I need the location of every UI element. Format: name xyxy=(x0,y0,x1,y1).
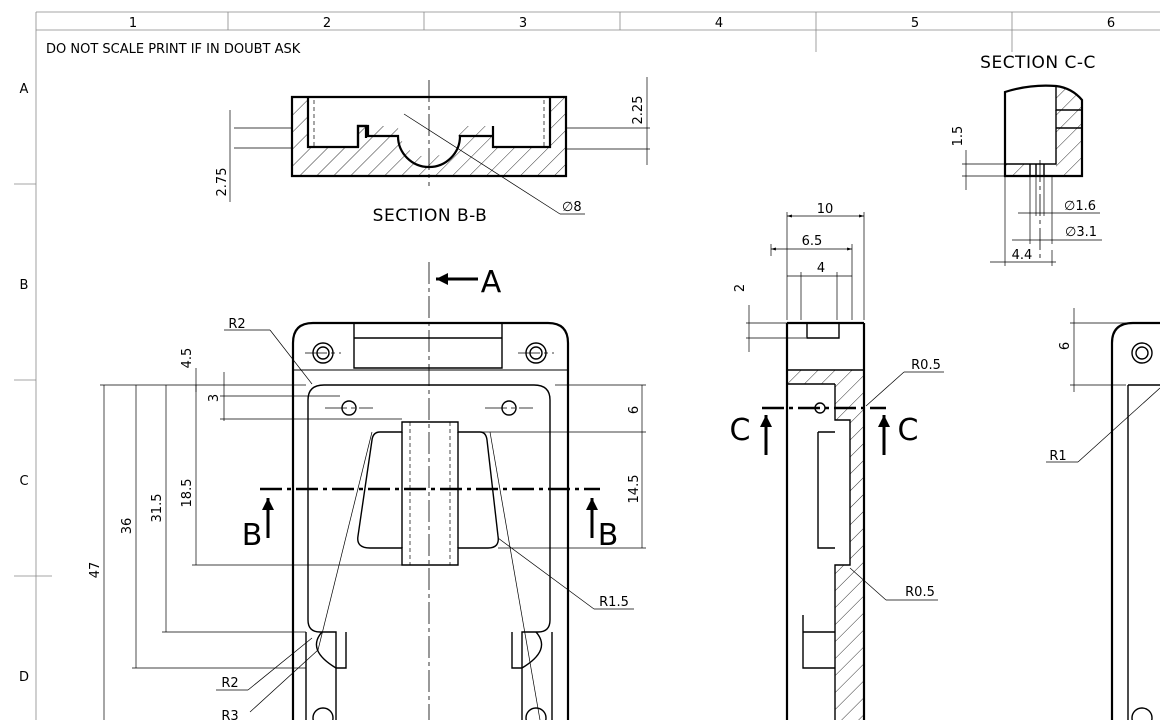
section-bb-title: SECTION B-B xyxy=(373,206,488,226)
front-dim-47: 47 xyxy=(88,562,103,579)
partial-r-1: R1 xyxy=(1049,449,1066,464)
front-dim-3: 3 xyxy=(207,394,222,402)
front-r-1-5: R1.5 xyxy=(599,595,629,610)
section-c-label-left: C xyxy=(730,413,751,448)
zone-row-labels: A B C D xyxy=(19,82,29,685)
front-r-top: R2 xyxy=(228,317,245,332)
front-dim-36: 36 xyxy=(120,518,135,535)
section-bb-view: ∅8 2.25 2.75 SECTION B-B xyxy=(215,77,650,226)
side-dimensions: 10 6.5 4 2 R0.5 R0.5 xyxy=(733,202,944,601)
partial-view: 6 R1 xyxy=(1046,308,1160,720)
front-r-bottom-2: R3 xyxy=(221,709,238,720)
zone-col-1: 1 xyxy=(129,16,137,31)
side-r-0-5-b: R0.5 xyxy=(905,585,935,600)
front-dim-18-5: 18.5 xyxy=(180,479,195,508)
front-dim-31-5: 31.5 xyxy=(150,494,165,523)
section-bb-depth-left: 2.75 xyxy=(215,168,230,197)
front-dim-4-5: 4.5 xyxy=(180,348,195,369)
view-a-label: A xyxy=(481,265,502,300)
zone-col-6: 6 xyxy=(1107,16,1115,31)
section-cc-dim-4-4: 4.4 xyxy=(1012,248,1033,263)
side-dim-4: 4 xyxy=(817,261,825,276)
side-view: C C 10 6.5 4 2 R0.5 R0.5 xyxy=(730,202,944,720)
front-view: B B A R2 47 36 31.5 18.5 4.5 3 xyxy=(88,262,646,720)
section-cc-dia-1-6: ∅1.6 xyxy=(1064,199,1096,214)
zone-row-c: C xyxy=(19,474,28,489)
zone-row-d: D xyxy=(19,670,29,685)
section-cc-view: 1.5 ∅1.6 ∅3.1 4.4 SECTION C-C xyxy=(951,53,1102,266)
front-dim-6: 6 xyxy=(627,406,642,414)
section-bb-dia-label: ∅8 xyxy=(562,200,582,215)
section-cc-dim-1-5: 1.5 xyxy=(951,126,966,147)
mount-holes xyxy=(305,342,554,720)
zone-col-5: 5 xyxy=(911,16,919,31)
section-bb-depth-top: 2.25 xyxy=(631,96,646,125)
section-b-label-right: B xyxy=(598,518,619,553)
front-dim-14-5: 14.5 xyxy=(627,475,642,504)
section-c-label-right: C xyxy=(898,413,919,448)
zone-col-2: 2 xyxy=(323,16,331,31)
section-cc-dia-3-1: ∅3.1 xyxy=(1065,225,1097,240)
front-dimensions: R2 47 36 31.5 18.5 4.5 3 6 14.5 xyxy=(88,317,646,720)
side-dim-10: 10 xyxy=(817,202,834,217)
side-dim-6-5: 6.5 xyxy=(802,234,823,249)
zone-row-a: A xyxy=(20,82,29,97)
zone-col-4: 4 xyxy=(715,16,723,31)
side-r-0-5-a: R0.5 xyxy=(911,358,941,373)
partial-dim-6: 6 xyxy=(1058,342,1073,350)
zone-col-3: 3 xyxy=(519,16,527,31)
section-cc-title: SECTION C-C xyxy=(980,53,1096,73)
section-b-label-left: B xyxy=(242,518,263,553)
zone-row-b: B xyxy=(20,278,29,293)
zone-column-labels: 1 2 3 4 5 6 xyxy=(129,16,1115,31)
scale-note: DO NOT SCALE PRINT IF IN DOUBT ASK xyxy=(46,42,301,57)
side-dim-2: 2 xyxy=(733,284,748,292)
front-r-bottom-1: R2 xyxy=(221,676,238,691)
